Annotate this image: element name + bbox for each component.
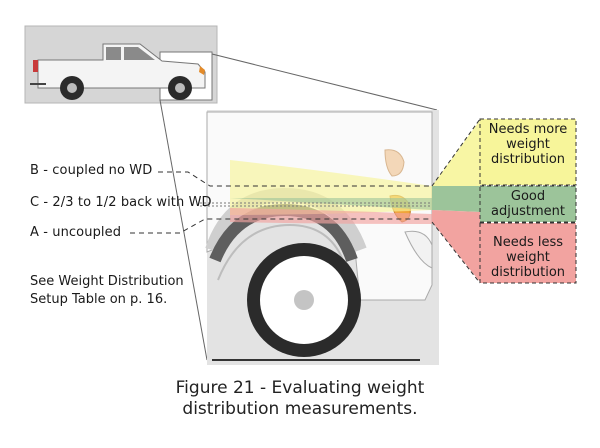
note-line-1: See Weight Distribution [30, 274, 184, 289]
note-line-2: Setup Table on p. 16. [30, 292, 168, 307]
zone-bands [230, 120, 480, 282]
label-a-uncoupled: A - uncoupled [30, 225, 122, 240]
zone-good-line-2: adjustment [491, 204, 565, 219]
caption-line-1: Figure 21 - Evaluating weight [175, 378, 425, 398]
zone-more-line-3: distribution [490, 152, 566, 167]
zone-more-line-2: weight [506, 137, 550, 152]
truck-thumbnail [24, 25, 218, 104]
zone-needs-more: Needs more weight distribution [480, 122, 576, 167]
figure-caption: Figure 21 - Evaluating weight distributi… [0, 378, 600, 420]
zone-less-line-1: Needs less [492, 235, 564, 250]
zone-more-line-1: Needs more [488, 122, 568, 137]
label-leaders [130, 171, 432, 234]
zoom-line-top [211, 53, 438, 111]
fender-detail [205, 110, 439, 365]
zoom-line-bottom [159, 99, 208, 361]
zone-needs-less: Needs less weight distribution [480, 235, 576, 280]
zone-box-less [479, 222, 577, 284]
setup-table-note: See Weight Distribution Setup Table on p… [30, 273, 184, 309]
zone-less-line-2: weight [506, 250, 550, 265]
zone-good: Good adjustment [480, 189, 576, 219]
zone-box-good [479, 185, 577, 223]
label-c-with-wd: C - 2/3 to 1/2 back with WD [30, 195, 212, 210]
label-b-coupled: B - coupled no WD [30, 163, 153, 178]
caption-line-2: distribution measurements. [182, 399, 418, 419]
zone-less-line-3: distribution [490, 265, 566, 280]
zone-box-more [479, 118, 577, 186]
zone-good-line-1: Good [510, 189, 546, 204]
